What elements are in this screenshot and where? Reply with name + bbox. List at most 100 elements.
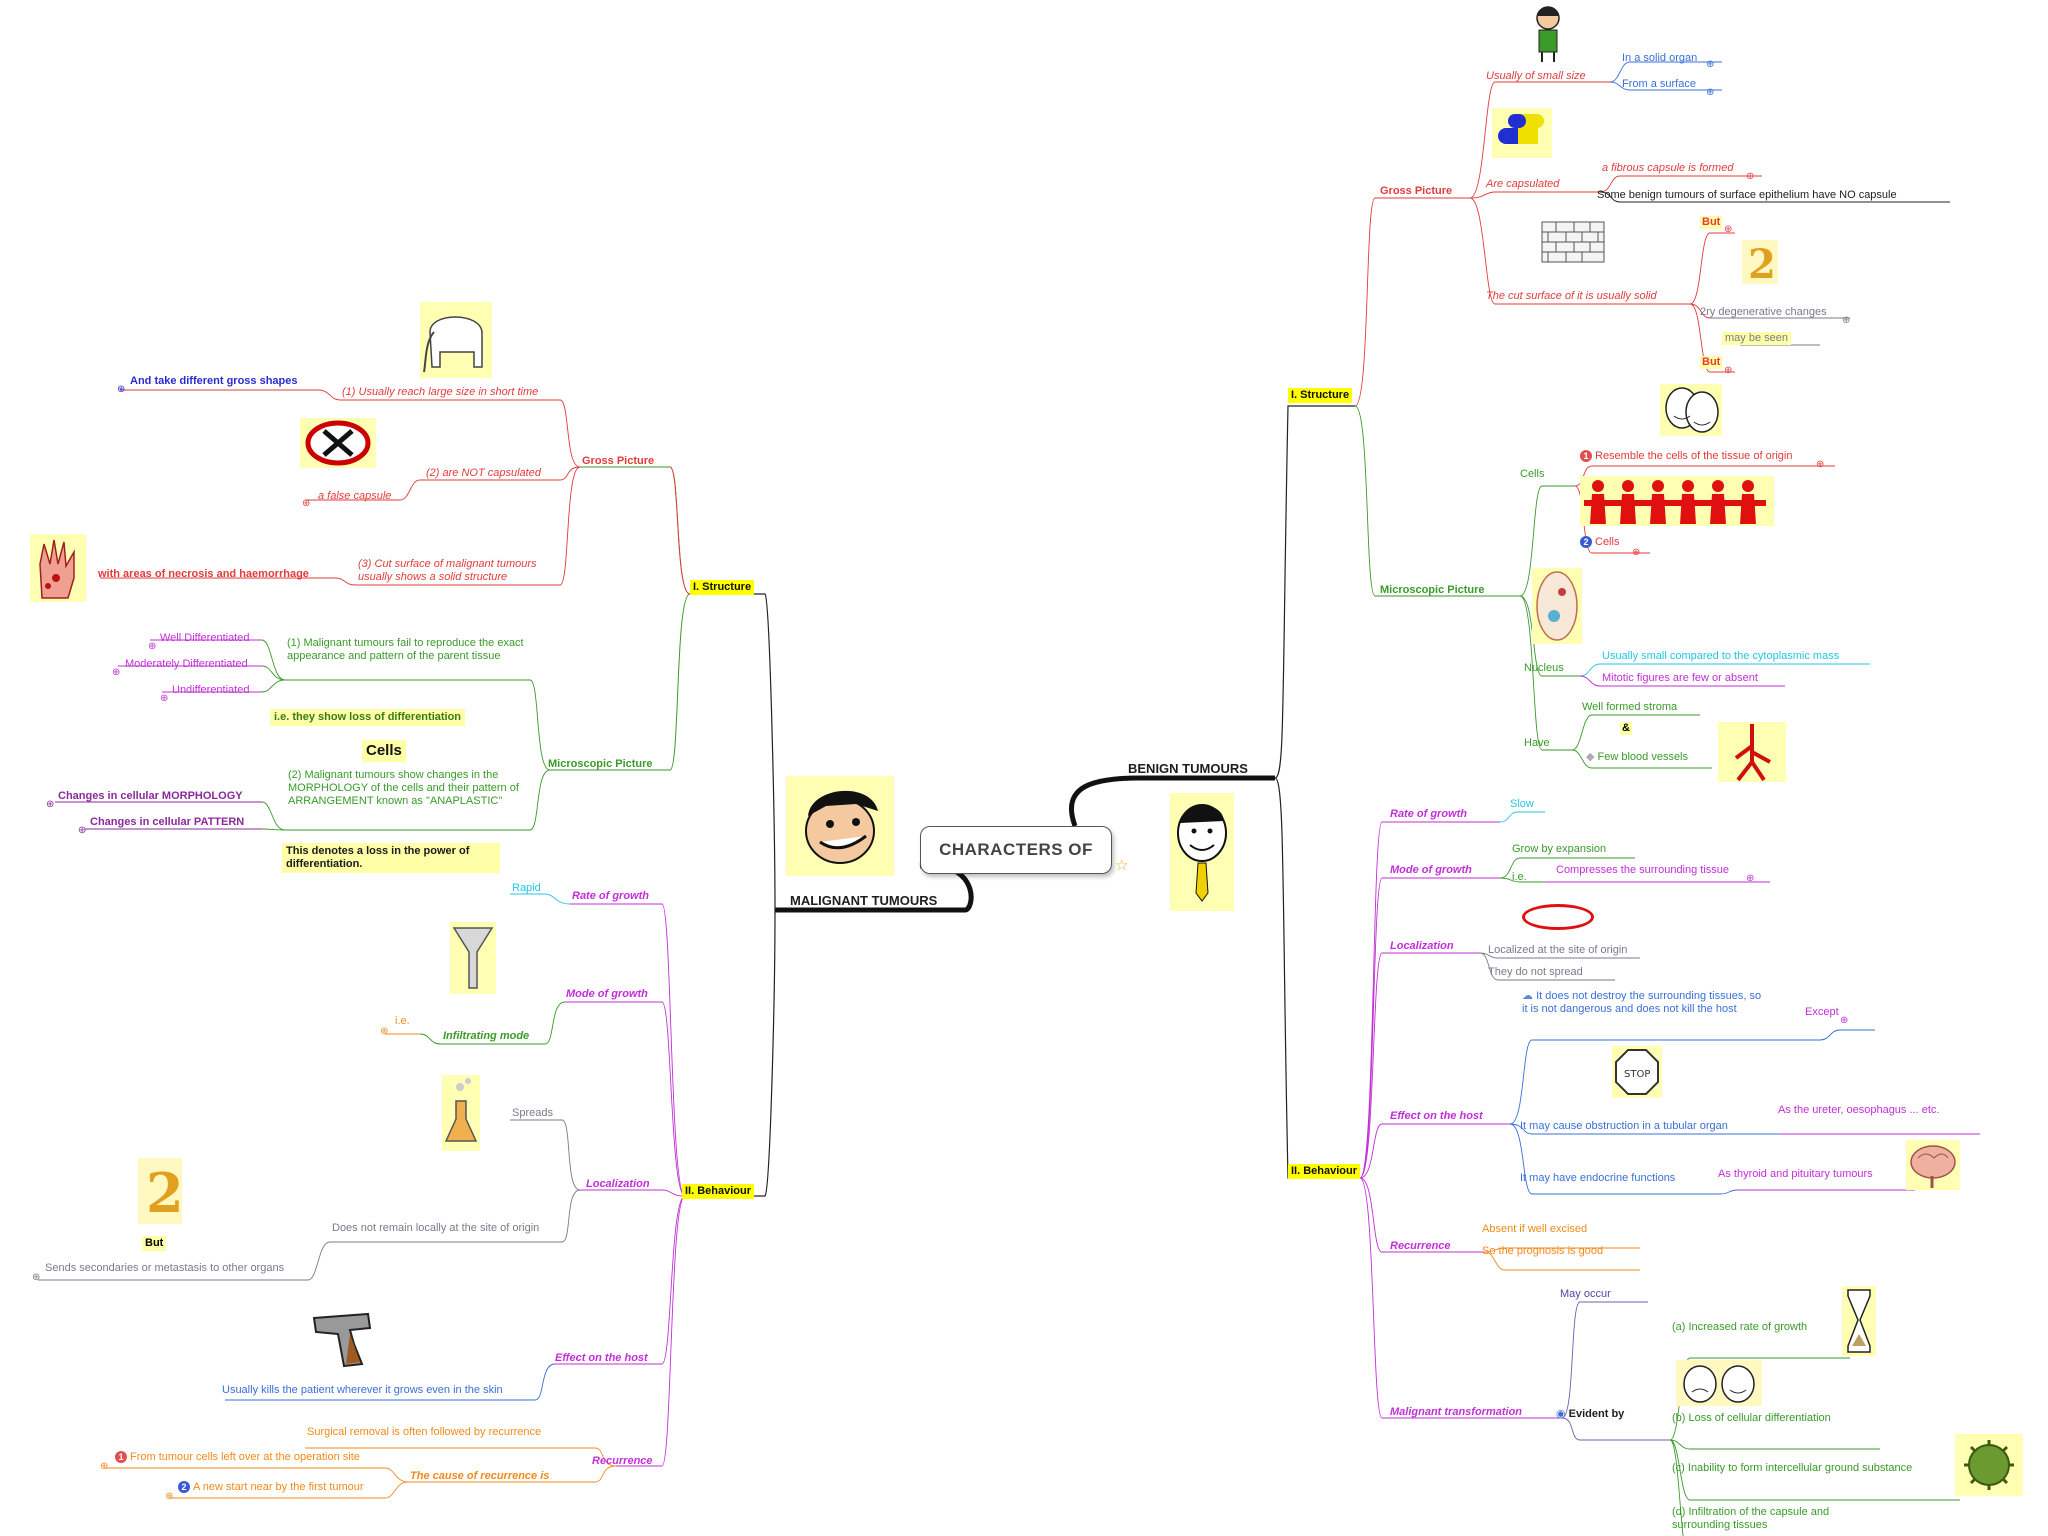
- ben-micro-nucleus2[interactable]: Mitotic figures are few or absent: [1602, 672, 1758, 684]
- expand-icon[interactable]: ⊕: [100, 1461, 109, 1472]
- expand-icon[interactable]: ⊕: [1724, 224, 1733, 235]
- expand-icon[interactable]: ⊕: [46, 799, 55, 810]
- expand-icon[interactable]: ⊕: [32, 1272, 41, 1283]
- ben-micro-nucleus1[interactable]: Usually small compared to the cytoplasmi…: [1602, 650, 1840, 662]
- ben-mode-v1[interactable]: Grow by expansion: [1512, 843, 1607, 855]
- ben-gross-surface[interactable]: From a surface: [1622, 78, 1696, 90]
- mal-micro-moderate[interactable]: Moderately Differentiated: [125, 658, 248, 670]
- mal-mode-value[interactable]: Infiltrating mode: [443, 1030, 530, 1042]
- mal-mode-node[interactable]: Mode of growth: [566, 988, 648, 1000]
- ben-effect-except[interactable]: Except: [1805, 1006, 1839, 1018]
- mal-mode-ie[interactable]: i.e.: [395, 1015, 410, 1027]
- mal-gross-item1-child[interactable]: And take different gross shapes: [130, 375, 298, 387]
- ben-micro-nucleus[interactable]: Nucleus: [1524, 662, 1564, 674]
- ben-rate-node[interactable]: Rate of growth: [1390, 808, 1467, 820]
- mal-local-node[interactable]: Localization: [586, 1178, 650, 1190]
- expand-icon[interactable]: ⊕: [1746, 171, 1755, 182]
- ben-recur-v2[interactable]: So the prognosis is good: [1482, 1245, 1604, 1257]
- ben-effect-e2-child[interactable]: As the ureter, oesophagus ... etc.: [1778, 1104, 1940, 1116]
- ben-local-v2[interactable]: They do not spread: [1488, 966, 1583, 978]
- mal-effect-value[interactable]: Usually kills the patient wherever it gr…: [222, 1384, 503, 1396]
- ben-gross-but1[interactable]: But: [1700, 216, 1723, 229]
- mal-gross-node[interactable]: Gross Picture: [582, 455, 655, 467]
- ben-gross-caps[interactable]: Are capsulated: [1486, 178, 1560, 190]
- mal-recur-surgical[interactable]: Surgical removal is often followed by re…: [307, 1426, 542, 1438]
- ben-effect-e1[interactable]: ☁ It does not destroy the surrounding ti…: [1522, 990, 1762, 1016]
- ben-local-v1[interactable]: Localized at the site of origin: [1488, 944, 1628, 956]
- mal-gross-item1[interactable]: (1) Usually reach large size in short ti…: [342, 386, 539, 398]
- ben-effect-node[interactable]: Effect on the host: [1390, 1110, 1483, 1122]
- expand-icon[interactable]: ⊕: [1632, 547, 1641, 558]
- ben-gross-fibrous[interactable]: a fibrous capsule is formed: [1602, 162, 1734, 174]
- expand-icon[interactable]: ⊕: [112, 667, 121, 678]
- mal-micro-pattern[interactable]: Changes in cellular PATTERN: [90, 816, 245, 828]
- ben-malig-node[interactable]: Malignant transformation: [1390, 1406, 1523, 1418]
- ben-malig-may[interactable]: May occur: [1560, 1288, 1611, 1300]
- ben-local-node[interactable]: Localization: [1390, 940, 1454, 952]
- mal-micro-undiff[interactable]: Undifferentiated: [172, 684, 250, 696]
- expand-icon[interactable]: ⊕: [1724, 365, 1733, 376]
- ben-effect-e2[interactable]: It may cause obstruction in a tubular or…: [1520, 1120, 1728, 1132]
- mal-behaviour-node[interactable]: II. Behaviour: [682, 1184, 755, 1199]
- expand-icon[interactable]: ⊕: [1706, 87, 1715, 98]
- mal-micro-morphology[interactable]: Changes in cellular MORPHOLOGY: [58, 790, 243, 802]
- ben-gross-cut[interactable]: The cut surface of it is usually solid: [1486, 290, 1657, 302]
- expand-icon[interactable]: ⊕: [1746, 873, 1755, 884]
- expand-icon[interactable]: ⊕: [1842, 315, 1851, 326]
- mal-gross-item2-child[interactable]: a false capsule: [318, 490, 392, 502]
- mal-gross-item3-child[interactable]: with areas of necrosis and haemorrhage: [98, 568, 309, 580]
- mal-local-notlocal[interactable]: Does not remain locally at the site of o…: [332, 1222, 540, 1234]
- mal-micro-m2[interactable]: (2) Malignant tumours show changes in th…: [288, 769, 519, 807]
- ben-gross-node[interactable]: Gross Picture: [1380, 185, 1453, 197]
- ben-micro-have[interactable]: Have: [1524, 737, 1550, 749]
- mal-micro-well[interactable]: Well Differentiated: [160, 632, 250, 644]
- ben-gross-but2[interactable]: But: [1700, 356, 1723, 369]
- ben-rate-value[interactable]: Slow: [1510, 798, 1534, 810]
- mal-gross-item2[interactable]: (2) are NOT capsulated: [426, 467, 541, 479]
- ben-gross-seen[interactable]: may be seen: [1722, 332, 1791, 345]
- mal-local-but[interactable]: But: [142, 1236, 167, 1251]
- mal-micro-m1[interactable]: (1) Malignant tumours fail to reproduce …: [287, 637, 524, 662]
- ben-structure-node[interactable]: I. Structure: [1288, 388, 1353, 403]
- ben-recur-v1[interactable]: Absent if well excised: [1482, 1223, 1588, 1235]
- ben-gross-nocapsule[interactable]: Some benign tumours of surface epitheliu…: [1597, 189, 1897, 201]
- ben-gross-solid-organ[interactable]: In a solid organ: [1622, 52, 1698, 64]
- ben-gross-degen[interactable]: 2ry degenerative changes: [1700, 306, 1827, 318]
- expand-icon[interactable]: ⊕: [380, 1026, 389, 1037]
- ben-malig-a[interactable]: (a) Increased rate of growth: [1672, 1321, 1808, 1333]
- expand-icon[interactable]: ⊕: [1840, 1015, 1849, 1026]
- expand-icon[interactable]: ⊕: [78, 825, 87, 836]
- mal-rate-value[interactable]: Rapid: [512, 882, 541, 894]
- center-node[interactable]: CHARACTERS OF: [920, 826, 1112, 874]
- mal-micro-cells[interactable]: Cells: [362, 740, 406, 762]
- mal-micro-note1[interactable]: i.e. they show loss of differentiation: [270, 709, 466, 726]
- expand-icon[interactable]: ⊕: [302, 498, 311, 509]
- mal-local-spreads[interactable]: Spreads: [512, 1107, 553, 1119]
- ben-micro-have1[interactable]: Well formed stroma: [1582, 701, 1678, 713]
- expand-icon[interactable]: ⊕: [1706, 59, 1715, 70]
- ben-micro-have2[interactable]: ◆ Few blood vessels: [1586, 751, 1688, 764]
- ben-micro-amp[interactable]: &: [1620, 722, 1632, 735]
- malignant-title[interactable]: MALIGNANT TUMOURS: [790, 893, 938, 908]
- mal-gross-item3[interactable]: (3) Cut surface of malignant tumours usu…: [358, 558, 537, 583]
- expand-icon[interactable]: ⊕: [160, 693, 169, 704]
- ben-mode-node[interactable]: Mode of growth: [1390, 864, 1472, 876]
- ben-effect-e3[interactable]: It may have endocrine functions: [1520, 1172, 1676, 1184]
- ben-malig-c[interactable]: (c) Inability to form intercellular grou…: [1672, 1462, 1913, 1474]
- mal-micro-note2[interactable]: This denotes a loss in the power of diff…: [282, 843, 500, 873]
- mal-micro-node[interactable]: Microscopic Picture: [548, 758, 653, 770]
- ben-mode-v2[interactable]: Compresses the surrounding tissue: [1556, 864, 1730, 876]
- mal-recur-cause[interactable]: The cause of recurrence is: [410, 1470, 550, 1482]
- mal-local-secondaries[interactable]: Sends secondaries or metastasis to other…: [45, 1262, 285, 1274]
- expand-icon[interactable]: ⊕: [1816, 459, 1825, 470]
- mal-effect-node[interactable]: Effect on the host: [555, 1352, 648, 1364]
- expand-icon[interactable]: ⊕: [165, 1491, 174, 1502]
- mal-structure-node[interactable]: I. Structure: [690, 580, 755, 595]
- expand-icon[interactable]: ⊕: [117, 384, 126, 395]
- mal-recur-node[interactable]: Recurrence: [592, 1455, 653, 1467]
- mal-rate-node[interactable]: Rate of growth: [572, 890, 649, 902]
